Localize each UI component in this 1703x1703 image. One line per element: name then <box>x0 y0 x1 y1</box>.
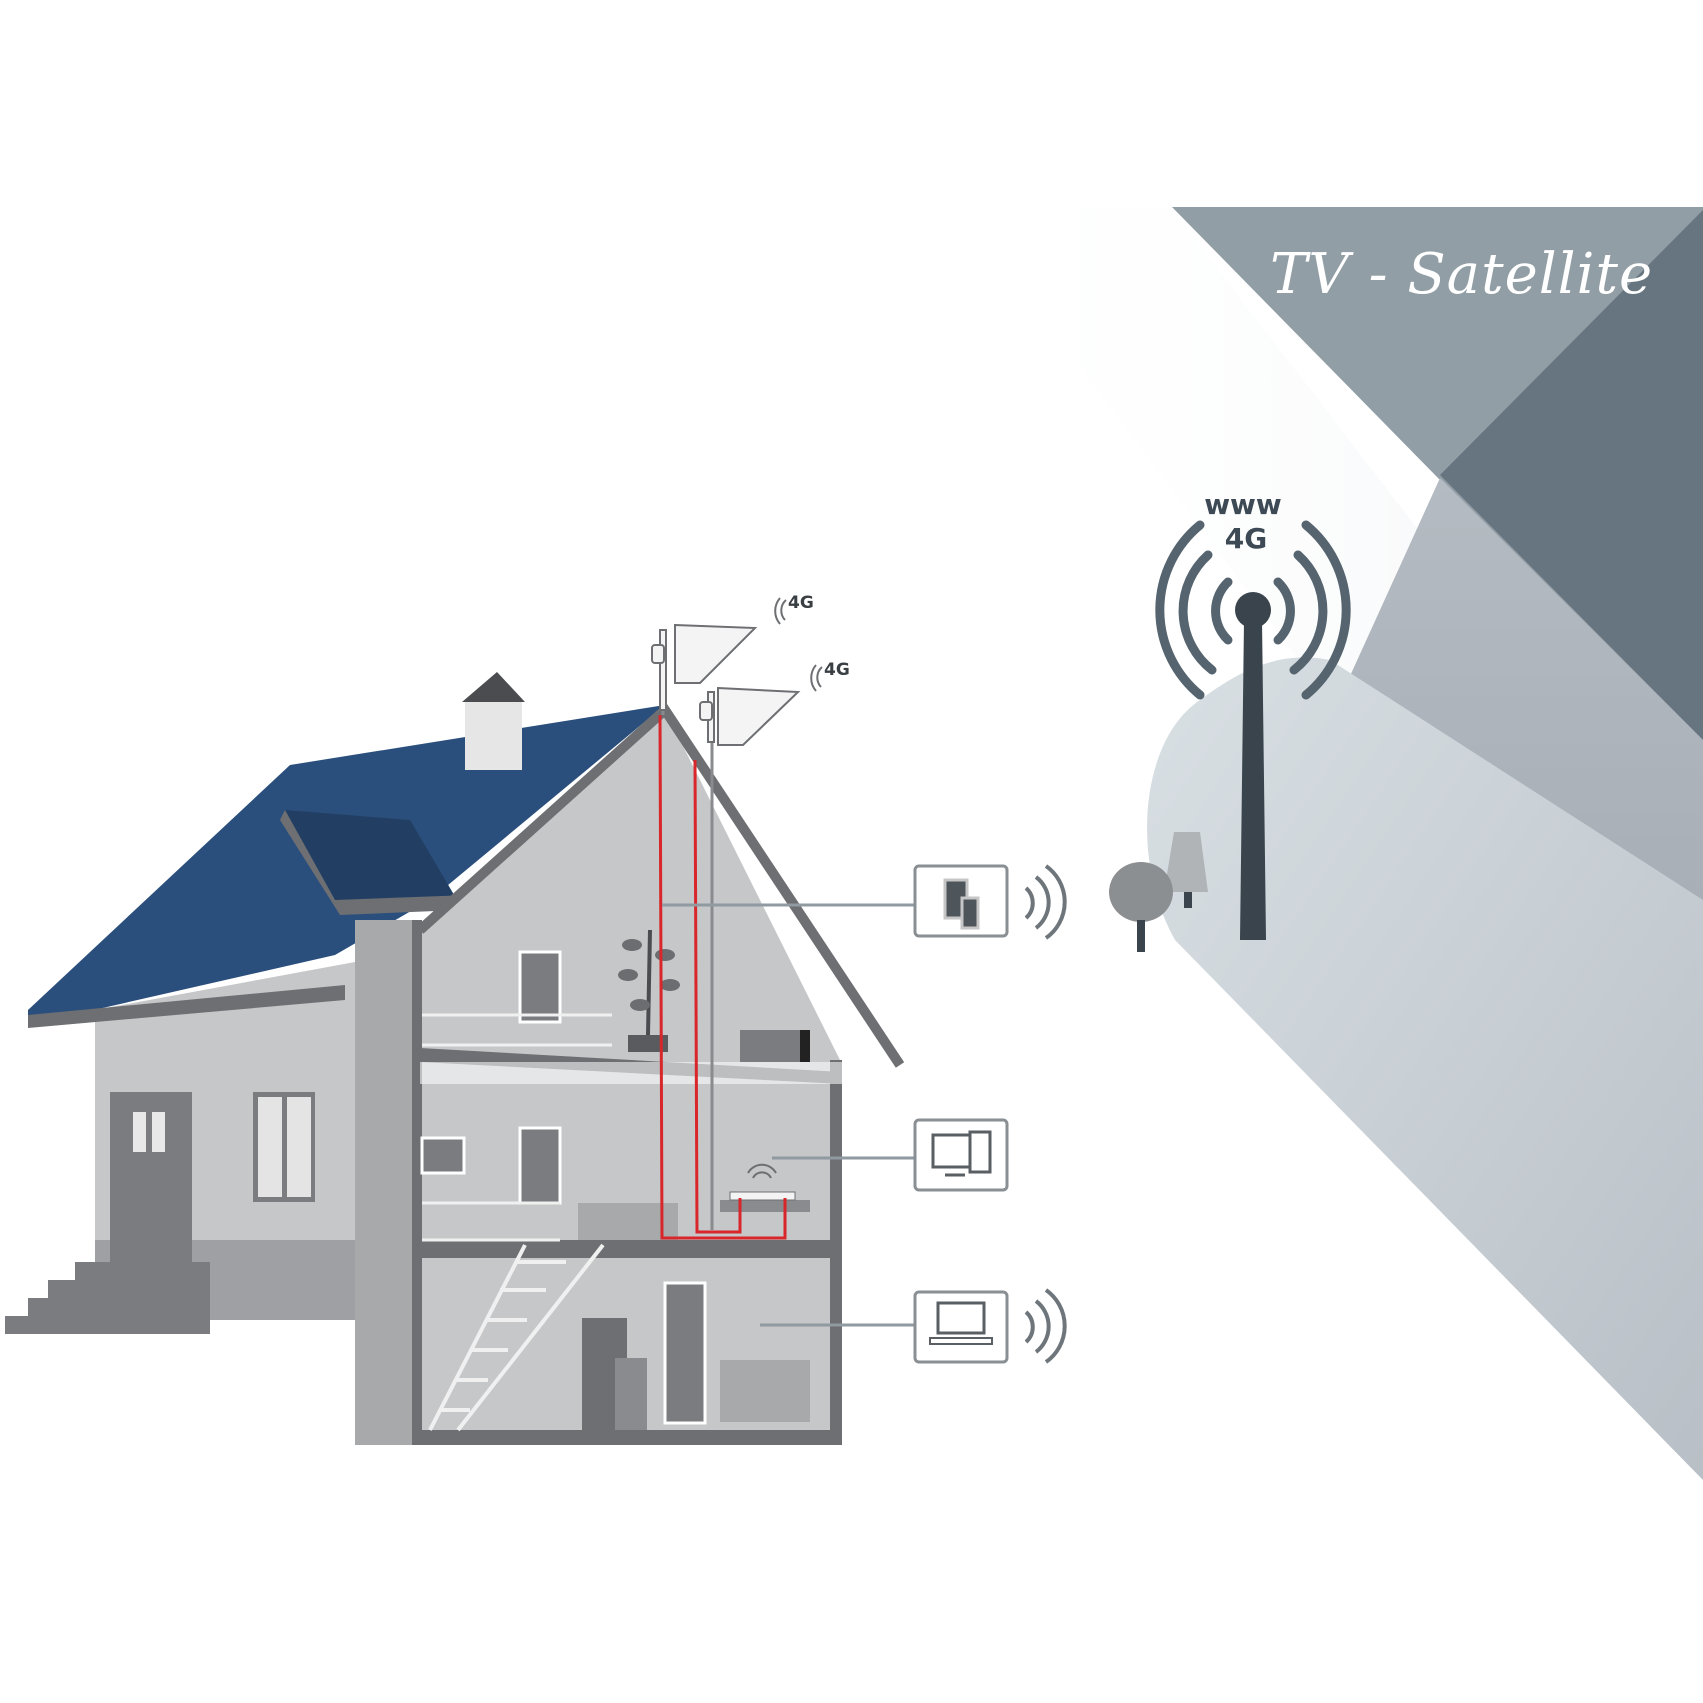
cable-red <box>658 714 787 1240</box>
background-panels <box>960 207 1703 1480</box>
house-illustration <box>5 672 905 1445</box>
tower-label-4g: 4G <box>1224 522 1268 555</box>
antenna-label-1: 4G <box>788 593 814 613</box>
wifi-waves-icon <box>1024 864 1067 940</box>
tower-label-www: www <box>1204 488 1282 521</box>
antenna-icon <box>651 623 801 746</box>
trees-icon <box>1109 832 1208 952</box>
device-tablet-phone <box>662 864 1067 940</box>
antenna-label-2: 4G <box>824 660 850 680</box>
device-laptop <box>760 1288 1067 1364</box>
page-title: TV - Satellite <box>1270 242 1654 307</box>
cell-tower-icon <box>1155 520 1351 940</box>
device-desktop <box>772 1118 1009 1192</box>
wifi-waves-icon <box>1024 1288 1067 1364</box>
